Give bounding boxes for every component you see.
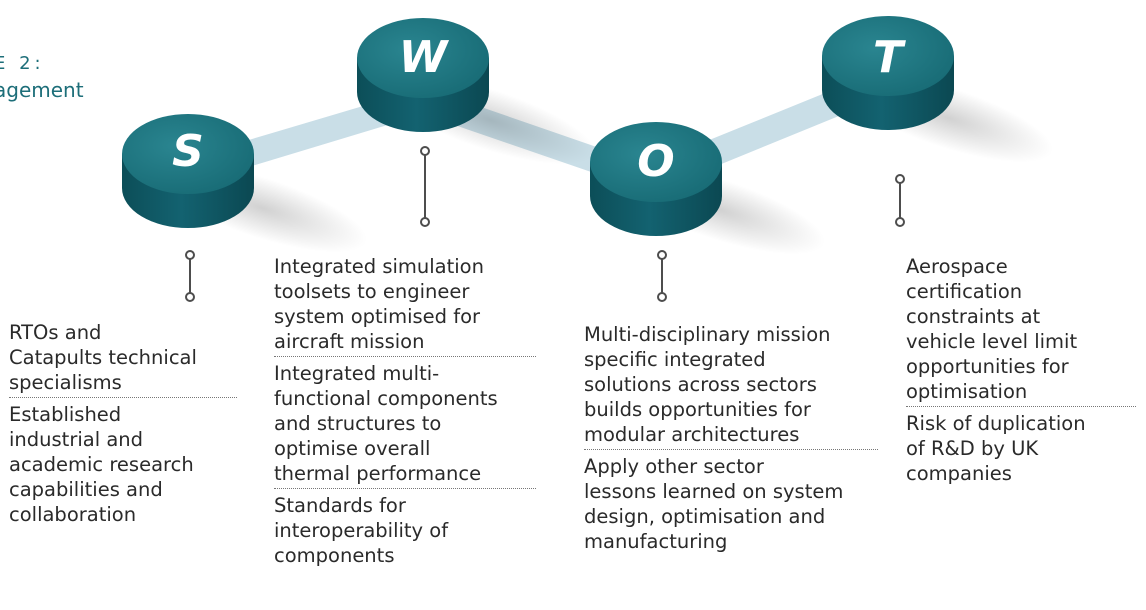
puck-o: O	[590, 122, 722, 236]
pin-t	[895, 174, 905, 227]
pin-o	[657, 250, 667, 302]
puck-letter-s: S	[172, 126, 204, 177]
pin-s	[185, 250, 195, 302]
threat-item: Risk of duplication of R&D by UK compani…	[906, 412, 1086, 485]
weakness-item: Standards for interoperability of compon…	[274, 494, 449, 567]
weaknesses-column: Integrated simulation toolsets to engine…	[274, 254, 536, 570]
puck-letter-o: O	[637, 136, 674, 187]
threat-item: Aerospace certification constraints at v…	[906, 254, 1136, 407]
opportunity-item: Apply other sector lessons learned on sy…	[584, 455, 844, 553]
strengths-column: RTOs and Catapults technical specialisms…	[9, 320, 237, 529]
pin-connectors	[185, 146, 905, 302]
connector-s-w	[215, 98, 404, 172]
puck-s: S	[122, 114, 254, 228]
pin-w	[420, 146, 430, 227]
opportunities-column: Multi-disciplinary mission specific inte…	[584, 322, 878, 556]
figure-heading: E 2: agement	[0, 52, 84, 104]
weakness-item: Integrated multi- functional components …	[274, 361, 536, 489]
weakness-item: Integrated simulation toolsets to engine…	[274, 254, 536, 357]
puck-w: W	[357, 18, 489, 132]
opportunity-item: Multi-disciplinary mission specific inte…	[584, 322, 878, 450]
puck-letter-w: W	[399, 32, 450, 83]
puck-letter-t: T	[873, 32, 906, 83]
threats-column: Aerospace certification constraints at v…	[906, 254, 1136, 488]
puck-t: T	[822, 16, 954, 130]
figure-heading-line1: E 2:	[0, 53, 45, 74]
strength-item: RTOs and Catapults technical specialisms	[9, 320, 237, 398]
figure-heading-line2: agement	[0, 78, 84, 102]
strength-item: Established industrial and academic rese…	[9, 403, 194, 526]
